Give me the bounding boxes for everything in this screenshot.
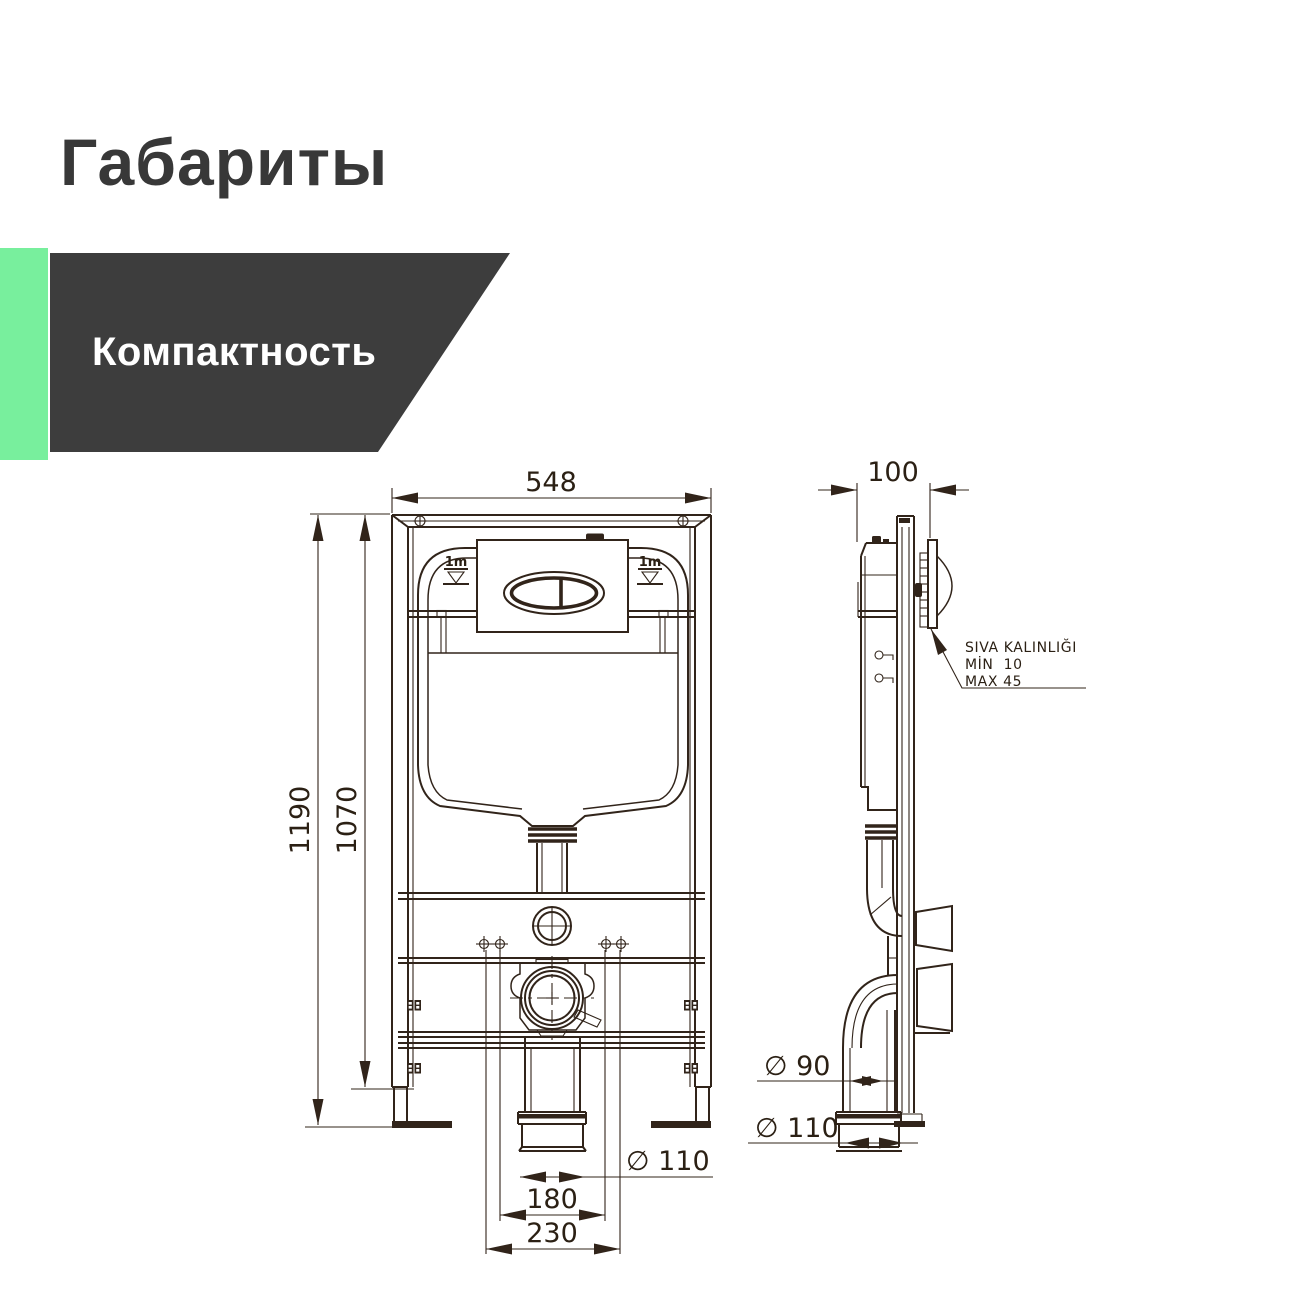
- dim-overall-height: 1190: [285, 513, 400, 1128]
- dim-frame-depth-value: 100: [867, 457, 919, 488]
- level-mark-left: 1m: [443, 555, 469, 585]
- level-mark-left-label: 1m: [445, 555, 468, 570]
- plaster-note: SIVA KALINLIĞI MİN 10 MAX 45: [930, 628, 1086, 690]
- dim-frame-height-value: 1070: [332, 786, 363, 855]
- dim-flush-pipe-diameter: ∅ 90: [757, 1051, 898, 1086]
- flush-pipe-side: [865, 824, 903, 975]
- frame-screw-left: [413, 514, 427, 528]
- level-mark-right: 1m: [637, 555, 663, 585]
- dim-outlet-diameter-side-value: ∅ 110: [755, 1113, 839, 1144]
- plaster-note-line3: MAX 45: [965, 674, 1022, 690]
- frame-foot-right: [651, 1087, 711, 1128]
- side-view: 100: [748, 457, 1086, 1152]
- dim-fixing-span-inner-value: 180: [526, 1184, 578, 1215]
- drain-outlet-assembly: [510, 956, 602, 1040]
- fixing-hole: [476, 936, 492, 952]
- cistern-profile: [857, 536, 897, 811]
- frame-foot-side: [894, 1113, 925, 1127]
- green-accent-bar: [0, 248, 48, 460]
- fixing-hole: [598, 936, 614, 952]
- dim-frame-height: 1070: [332, 515, 414, 1090]
- outlet-pipe-front: [517, 1036, 587, 1152]
- concealed-cistern: [417, 547, 689, 827]
- dim-overall-width: 548: [391, 467, 712, 513]
- wall-bracket-lower: [913, 962, 953, 1034]
- flush-plate-side: [915, 539, 953, 629]
- upper-crossbar: [408, 609, 695, 653]
- dim-outlet-diameter-front: ∅ 110: [520, 1146, 713, 1183]
- frame-foot-left: [392, 1087, 452, 1128]
- dim-fixing-span-outer: 230: [486, 1218, 620, 1255]
- dim-flush-pipe-diameter-value: ∅ 90: [764, 1051, 830, 1082]
- plate-ribs: [920, 559, 928, 617]
- dim-frame-depth: 100: [818, 457, 969, 542]
- fixing-holes: [476, 936, 629, 952]
- level-mark-right-label: 1m: [639, 555, 662, 570]
- wall-bracket-upper: [915, 904, 953, 953]
- front-view: 548 1190 1070: [285, 467, 713, 1255]
- flush-button-oval: [503, 571, 605, 615]
- plaster-note-line1: SIVA KALINLIĞI: [965, 638, 1077, 656]
- dim-fixing-span-outer-value: 230: [526, 1218, 578, 1249]
- flush-plate: [476, 533, 629, 633]
- flush-knob: [936, 555, 953, 617]
- dim-outlet-diameter-front-value: ∅ 110: [626, 1146, 710, 1177]
- feature-banner-label: Компактность: [92, 330, 377, 374]
- dim-overall-height-value: 1190: [285, 786, 316, 855]
- fixing-hole: [492, 936, 508, 952]
- fixing-hole: [613, 936, 629, 952]
- frame-screw-right: [676, 514, 690, 528]
- flush-pipe: [528, 827, 577, 893]
- dim-outlet-diameter-side: ∅ 110: [748, 1113, 918, 1149]
- valve-clips: [874, 650, 894, 683]
- plate-tab: [586, 533, 604, 541]
- frame-profile-bar: [896, 515, 915, 1113]
- water-inlet-port: [532, 906, 572, 946]
- plaster-note-line2: MİN 10: [965, 655, 1023, 673]
- outlet-elbow-side: [835, 974, 902, 1152]
- page-title: Габариты: [60, 125, 389, 199]
- dim-fixing-span-inner: 180: [500, 1184, 605, 1221]
- extension-lines: [485, 950, 621, 1254]
- dim-overall-width-value: 548: [525, 467, 577, 498]
